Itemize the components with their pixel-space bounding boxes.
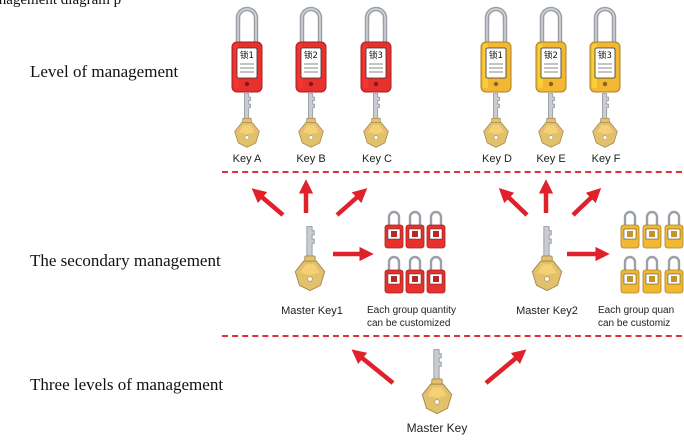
yellow-padlock-2: 锁2: [535, 6, 567, 93]
yellow-group-lock-1-1: [620, 210, 640, 249]
grand-master-key-label: Master Key: [406, 421, 468, 435]
yellow-padlock-1: 锁1: [480, 6, 512, 93]
key-icon-a: [234, 93, 260, 148]
yellow-group-lock-2-2: [642, 255, 662, 294]
red-padlock-2-tag: 锁2: [304, 50, 318, 61]
red-group-lock-2-1: [384, 255, 404, 294]
red-padlock-3: 锁3: [360, 6, 392, 93]
group-caption-red-line1: Each group quantity: [367, 305, 456, 316]
key-label-e: Key E: [536, 153, 566, 165]
group-caption-red-line2: can be customized: [367, 318, 451, 329]
arrow-to-master-key1: [351, 349, 395, 385]
red-padlock-3-tag: 锁3: [369, 50, 383, 61]
top-text-fragment: e management diagram p: [0, 0, 122, 8]
yellow-group-lock-2-1: [620, 255, 640, 294]
red-group-lock-2-2: [405, 255, 425, 294]
key-icon-f: [592, 93, 618, 148]
key-icon-b: [298, 93, 324, 148]
divider-bottom: [222, 335, 684, 337]
key-icon-d: [483, 93, 509, 148]
key-label-a: Key A: [232, 153, 262, 165]
red-group-lock-1-3: [426, 210, 446, 249]
red-padlock-2: 锁2: [295, 6, 327, 93]
master-key2-icon: [531, 226, 563, 292]
key-label-c: Key C: [362, 153, 392, 165]
yellow-group-lock-1-3: [664, 210, 684, 249]
arrow-to-master-key2: [484, 349, 527, 385]
yellow-padlock-3-tag: 锁3: [598, 50, 612, 61]
master-key2-label: Master Key2: [516, 305, 578, 317]
divider-top: [222, 171, 684, 173]
key-label-d: Key D: [482, 153, 512, 165]
yellow-padlock-2-tag: 锁2: [544, 50, 558, 61]
level-label-third: Three levels of management: [30, 375, 224, 394]
group-caption-yellow-line2: can be customiz: [598, 318, 671, 329]
arrow-to-key-f: [571, 188, 602, 217]
arrow-to-key-a: [251, 188, 285, 217]
red-group-lock-2-3: [426, 255, 446, 294]
arrow-to-key-c: [335, 188, 368, 217]
red-group-lock-1-2: [405, 210, 425, 249]
yellow-group-lock-2-3: [664, 255, 684, 294]
level-label-second: The secondary management: [30, 251, 221, 270]
red-padlock-1: 锁1: [231, 6, 263, 93]
yellow-padlock-3: 锁3: [589, 6, 621, 93]
key-label-f: Key F: [591, 153, 621, 165]
group-caption-yellow: Each group quan can be customiz: [598, 304, 674, 330]
master-key1-label: Master Key1: [281, 305, 343, 317]
yellow-group-lock-1-2: [642, 210, 662, 249]
master-key1-icon: [294, 226, 326, 292]
yellow-padlock-1-tag: 锁1: [489, 50, 503, 61]
level-label-first: Level of management: [30, 62, 179, 81]
red-group-lock-1-1: [384, 210, 404, 249]
key-icon-e: [538, 93, 564, 148]
group-caption-red: Each group quantity can be customized: [367, 304, 456, 330]
grand-master-key-icon: [421, 349, 453, 415]
red-padlock-1-tag: 锁1: [240, 50, 254, 61]
group-caption-yellow-line1: Each group quan: [598, 305, 675, 316]
arrow-to-key-d: [498, 188, 529, 217]
key-icon-c: [363, 93, 389, 148]
key-label-b: Key B: [296, 153, 326, 165]
